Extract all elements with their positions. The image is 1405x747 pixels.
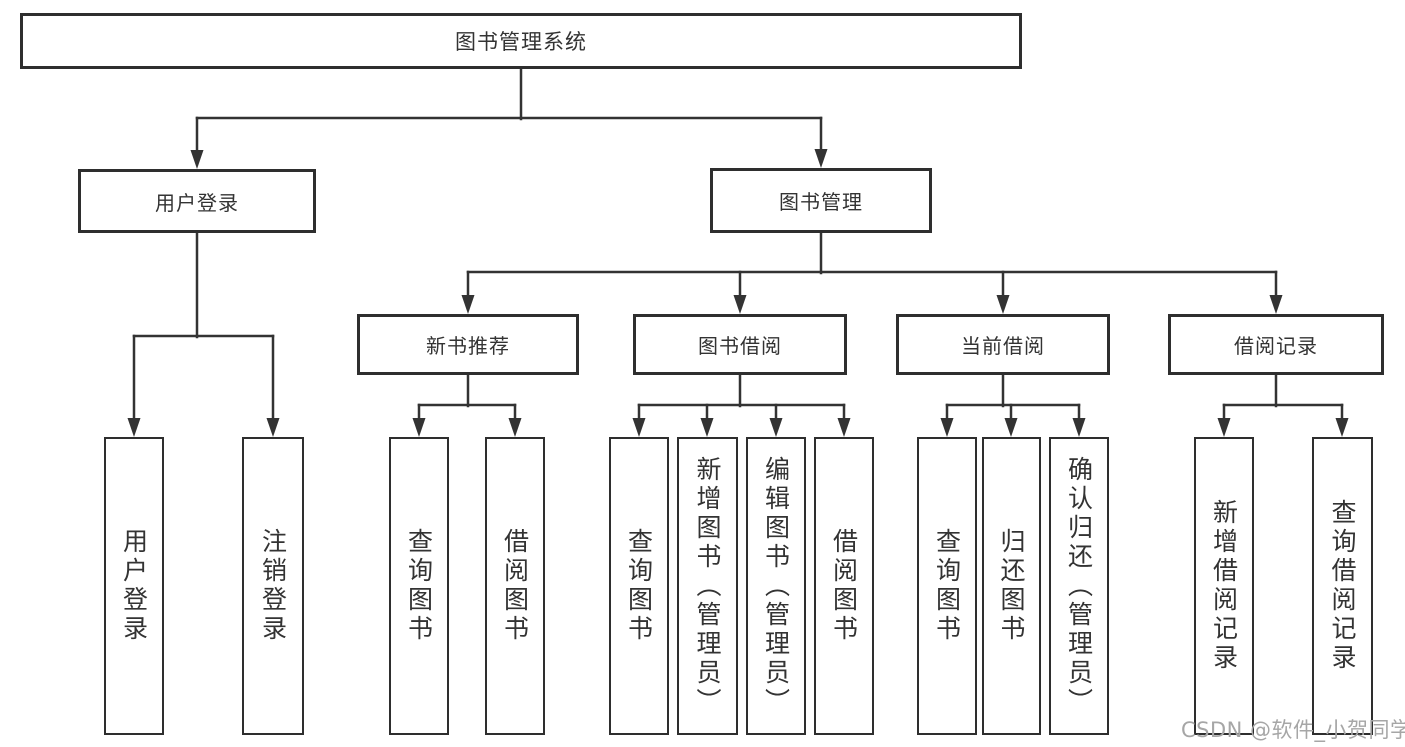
leaf-return-books: 归还图书 bbox=[982, 437, 1041, 735]
leaf-borrow-books: 借阅图书 bbox=[814, 437, 874, 735]
leaf-add-books-admin: 新增图书（管理员） bbox=[677, 437, 738, 735]
arrow-down-icon bbox=[940, 418, 954, 437]
leaf-label: 借阅图书 bbox=[500, 528, 530, 644]
edge-user-login-to-leaves bbox=[127, 231, 280, 437]
leaf-user-login: 用户登录 bbox=[104, 437, 164, 735]
leaf-query-books-recommend: 查询图书 bbox=[389, 437, 449, 735]
edge-current-borrow-to-leaves bbox=[940, 373, 1086, 437]
edge-book-management-to-level3 bbox=[461, 231, 1283, 314]
arrow-down-icon bbox=[1004, 418, 1018, 437]
arrow-down-icon bbox=[632, 418, 646, 437]
leaf-label: 查询借阅记录 bbox=[1328, 499, 1357, 673]
arrow-down-icon bbox=[1072, 418, 1086, 437]
leaf-confirm-return-admin: 确认归还（管理员） bbox=[1049, 437, 1109, 735]
arrow-down-icon bbox=[769, 418, 783, 437]
arrow-down-icon bbox=[266, 418, 280, 437]
csdn-watermark: CSDN @软件_小贺同学 bbox=[1181, 718, 1405, 742]
edge-root-to-level2 bbox=[190, 67, 828, 169]
node-library-management-system: 图书管理系统 bbox=[20, 13, 1022, 69]
leaf-query-books-borrow: 查询图书 bbox=[609, 437, 669, 735]
edge-book-borrow-to-leaves bbox=[632, 373, 851, 437]
arrow-down-icon bbox=[814, 149, 828, 168]
arrow-down-icon bbox=[461, 295, 475, 314]
node-current-borrow: 当前借阅 bbox=[896, 314, 1110, 375]
leaf-label: 查询图书 bbox=[404, 528, 434, 644]
leaf-borrow-books-recommend: 借阅图书 bbox=[485, 437, 545, 735]
node-book-borrow: 图书借阅 bbox=[633, 314, 847, 375]
edge-borrow-record-to-leaves bbox=[1217, 373, 1349, 437]
arrow-down-icon bbox=[127, 418, 141, 437]
arrow-down-icon bbox=[1269, 295, 1283, 314]
arrow-down-icon bbox=[700, 418, 714, 437]
arrow-down-icon bbox=[190, 150, 204, 169]
node-borrow-record: 借阅记录 bbox=[1168, 314, 1384, 375]
arrow-down-icon bbox=[508, 418, 522, 437]
leaf-query-books-current: 查询图书 bbox=[917, 437, 977, 735]
leaf-label: 编辑图书（管理员） bbox=[761, 455, 791, 717]
leaf-edit-books-admin: 编辑图书（管理员） bbox=[746, 437, 806, 735]
leaf-label: 确认归还（管理员） bbox=[1064, 455, 1094, 717]
leaf-label: 注销登录 bbox=[258, 528, 288, 644]
leaf-query-borrow-record: 查询借阅记录 bbox=[1312, 437, 1373, 735]
arrow-down-icon bbox=[412, 418, 426, 437]
node-user-login: 用户登录 bbox=[78, 169, 316, 233]
arrow-down-icon bbox=[1335, 418, 1349, 437]
edge-new-book-to-leaves bbox=[412, 373, 522, 437]
leaf-label: 查询图书 bbox=[932, 528, 962, 644]
arrow-down-icon bbox=[1217, 418, 1231, 437]
leaf-label: 新增图书（管理员） bbox=[693, 455, 722, 717]
leaf-label: 新增借阅记录 bbox=[1209, 499, 1239, 673]
node-book-management: 图书管理 bbox=[710, 168, 932, 233]
leaf-logout: 注销登录 bbox=[242, 437, 304, 735]
leaf-label: 归还图书 bbox=[997, 528, 1026, 644]
leaf-add-borrow-record: 新增借阅记录 bbox=[1194, 437, 1254, 735]
arrow-down-icon bbox=[733, 295, 747, 314]
leaf-label: 用户登录 bbox=[119, 528, 149, 644]
node-new-book-recommend: 新书推荐 bbox=[357, 314, 579, 375]
leaf-label: 借阅图书 bbox=[829, 528, 859, 644]
arrow-down-icon bbox=[996, 295, 1010, 314]
leaf-label: 查询图书 bbox=[624, 528, 654, 644]
arrow-down-icon bbox=[837, 418, 851, 437]
